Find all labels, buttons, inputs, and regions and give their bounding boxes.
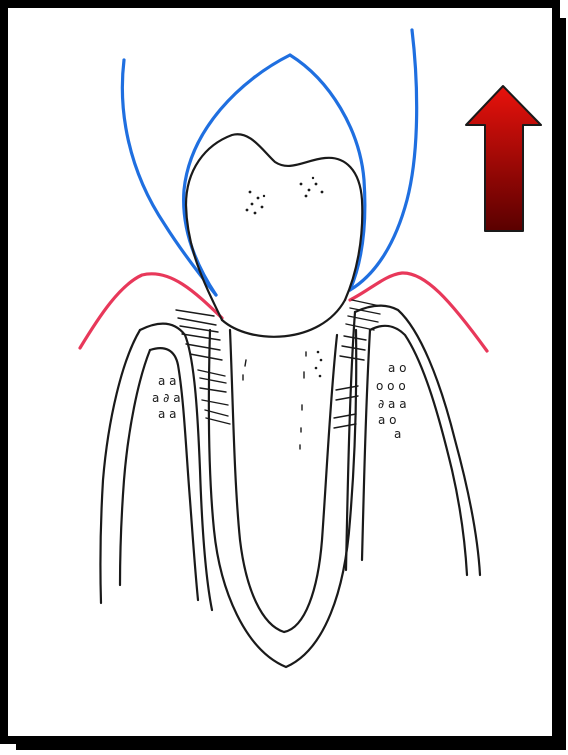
svg-text:a a: a a [158,407,177,421]
svg-text:a o: a o [378,413,397,427]
svg-text:a o: a o [388,361,407,375]
svg-text:a: a [394,427,401,441]
svg-text:∂ a a: ∂ a a [378,397,407,411]
svg-text:o o o: o o o [376,379,406,393]
svg-text:a a: a a [158,374,177,388]
svg-text:a ∂ a: a ∂ a [152,391,181,405]
